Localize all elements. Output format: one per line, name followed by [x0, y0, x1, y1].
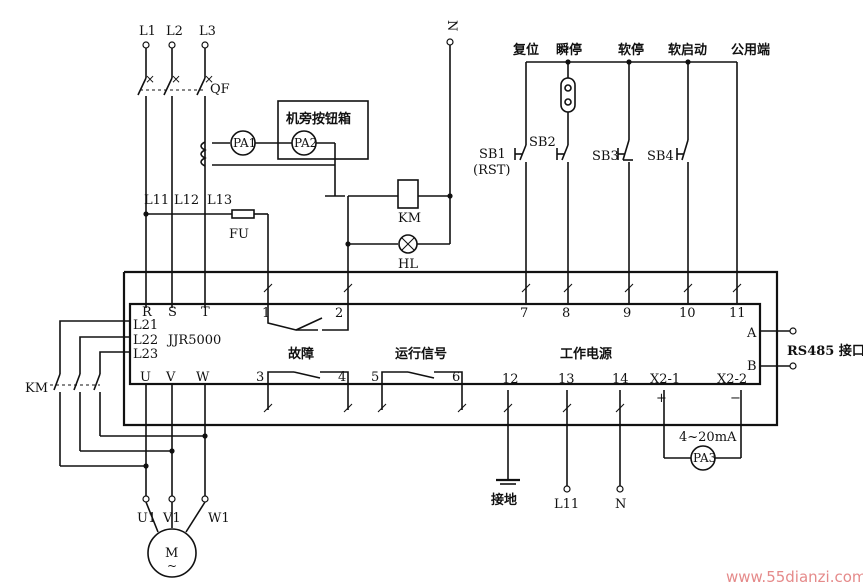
- control-coil-lamp: N KM HL: [345, 20, 459, 284]
- terminal-label-8: 8: [562, 306, 570, 321]
- terminal-label-9: 9: [623, 306, 631, 321]
- output-label-v: V: [165, 370, 176, 385]
- output-label-u: U: [140, 370, 151, 385]
- analog-label-x2-2: X2-2: [717, 372, 747, 387]
- button-sb1-sub: (RST): [473, 163, 511, 178]
- rs485-port: RS485 接口: [760, 327, 863, 370]
- terminal-label-6: 6: [452, 370, 460, 385]
- neutral-label-top: N: [444, 20, 459, 31]
- supply-label-l2: L2: [166, 24, 183, 39]
- fuse-label: FU: [229, 227, 249, 242]
- watermark: www.55dianzi.com: [726, 568, 863, 586]
- ground-label: 接地: [491, 492, 517, 508]
- analog-label-x2-1: X2-1: [650, 372, 680, 387]
- button-box-frame: [277, 100, 369, 160]
- supply-lines: L1 L2 L3 × × × QF L11 L12 L13: [137, 24, 232, 308]
- svg-text:×: ×: [145, 72, 155, 86]
- button-box-label: 机旁按钮箱: [286, 111, 351, 127]
- breaker-qf: × × × QF: [137, 48, 230, 104]
- motor-tilde: ~: [167, 559, 177, 573]
- button-sb4-label: SB4: [647, 149, 674, 164]
- output-label-w: W: [196, 370, 210, 385]
- button-sb3-label: SB3: [592, 149, 619, 164]
- rs485-label: RS485 接口: [787, 343, 863, 359]
- lamp-label: HL: [398, 257, 418, 272]
- input-label-s: S: [168, 305, 177, 320]
- port-a-label: A: [746, 326, 757, 341]
- motor-icon: [147, 528, 197, 578]
- soft-starter: R S T L21 L22 L23 JJR5000 U V W 1 2 7 8 …: [128, 302, 762, 387]
- ammeter-pa3-label: PA3: [693, 451, 716, 465]
- button-title-soft-stop: 软停: [618, 42, 644, 58]
- supply-label-l1: L1: [139, 24, 156, 39]
- terminal-label-14: 14: [612, 372, 629, 387]
- fault-label: 故障: [288, 346, 314, 362]
- breaker-label: QF: [210, 82, 230, 97]
- coil-label: KM: [398, 211, 421, 226]
- button-title-soft-start: 软启动: [668, 42, 707, 58]
- button-title-reset: 复位: [512, 42, 539, 58]
- motor-terminal-w1: W1: [208, 511, 230, 526]
- bottom-terminal-wires: 接地 L11 N: [263, 384, 626, 512]
- port-b-label: B: [747, 359, 757, 374]
- bypass-contactor-label: KM: [25, 381, 48, 396]
- soft-starter-body: [128, 302, 762, 386]
- terminal-label-1: 1: [262, 306, 270, 321]
- branch-label-l11: L11: [144, 193, 169, 208]
- stop-button-head-icon: [560, 77, 576, 113]
- button-sb2-label: SB2: [529, 135, 556, 150]
- terminal-label-4: 4: [338, 370, 346, 385]
- terminal-l2: [168, 41, 176, 49]
- motor: U1 V1 W1 M ~: [137, 384, 230, 578]
- svg-text:×: ×: [171, 72, 181, 86]
- power-feed-l11: L11: [554, 497, 579, 512]
- power-feed-n: N: [615, 497, 626, 512]
- terminal-label-10: 10: [679, 306, 696, 321]
- terminal-label-2: 2: [335, 306, 343, 321]
- analog-range: 4~20mA: [679, 430, 737, 445]
- svg-text:×: ×: [204, 72, 214, 86]
- button-sb1-label: SB1: [479, 147, 506, 162]
- analog-plus: +: [656, 391, 667, 406]
- terminal-l1: [142, 41, 150, 49]
- coil-km-icon: [397, 179, 419, 209]
- inline-label-l23: L23: [133, 347, 158, 362]
- terminal-label-13: 13: [558, 372, 575, 387]
- button-title-common: 公用端: [731, 42, 770, 58]
- input-label-t: T: [201, 305, 210, 320]
- analog-output: + − 4~20mA PA3: [656, 390, 742, 471]
- branch-label-l12: L12: [174, 193, 199, 208]
- ammeter-pa1-label: PA1: [233, 136, 256, 150]
- terminal-label-11: 11: [729, 306, 746, 321]
- inline-label-l22: L22: [133, 333, 158, 348]
- analog-minus: −: [730, 391, 741, 406]
- supply-label-l3: L3: [199, 24, 216, 39]
- starter-model: JJR5000: [166, 333, 221, 348]
- power-label: 工作电源: [560, 346, 612, 362]
- fuse-icon: [231, 209, 255, 219]
- push-buttons: 复位 瞬停 软停 软启动 公用端 SB1 (RST) SB2: [473, 42, 770, 284]
- input-label-r: R: [142, 305, 153, 320]
- terminal-label-12: 12: [502, 372, 519, 387]
- terminal-label-3: 3: [256, 370, 264, 385]
- terminal-label-7: 7: [520, 306, 528, 321]
- button-title-instant-stop: 瞬停: [556, 42, 582, 58]
- terminal-l3: [201, 41, 209, 49]
- ammeter-pa2-label: PA2: [294, 136, 317, 150]
- current-transformer: PA1 PA2 机旁按钮箱: [200, 100, 369, 197]
- inline-label-l21: L21: [133, 318, 158, 333]
- motor-symbol: M: [165, 546, 178, 561]
- branch-label-l13: L13: [207, 193, 232, 208]
- run-signal-label: 运行信号: [395, 346, 447, 362]
- top-terminal-wires: [263, 283, 742, 304]
- enclosure-frame: [122, 270, 779, 427]
- terminal-label-5: 5: [371, 370, 379, 385]
